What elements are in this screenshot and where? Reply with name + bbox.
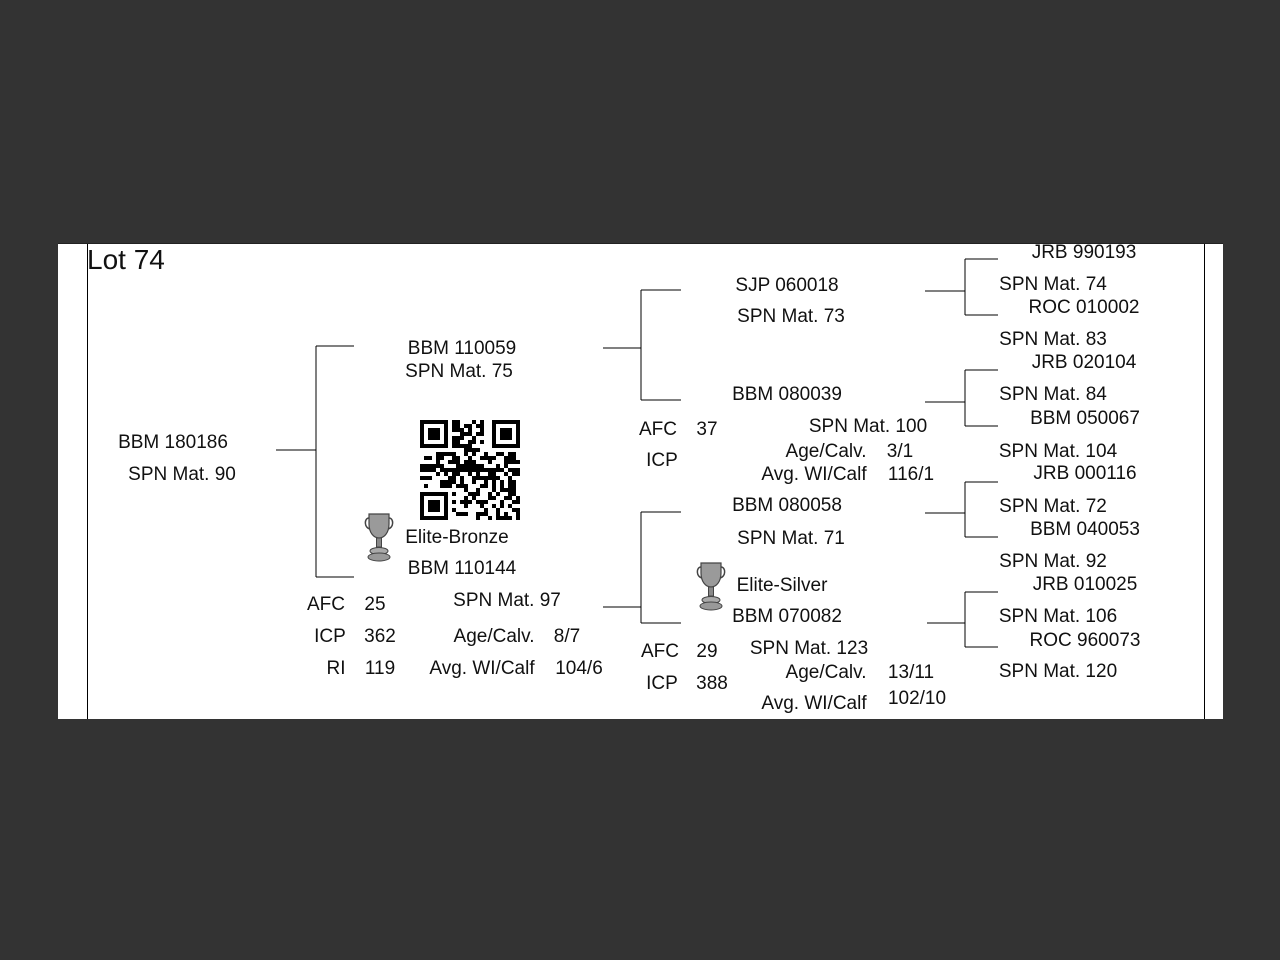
dam-award: Elite-Bronze	[405, 527, 509, 548]
dam-icp-label: ICP	[314, 626, 346, 647]
sire-mat: SPN Mat. 75	[405, 361, 513, 382]
dam-agecalv-label: Age/Calv.	[453, 626, 535, 647]
sd-agecalv-value: 3/1	[886, 441, 914, 462]
lot-title: Lot 74	[87, 244, 165, 275]
ggp-dam-mat: SPN Mat. 92	[999, 551, 1107, 572]
sd-agecalv-label: Age/Calv.	[785, 441, 867, 462]
ggp-sire-mat: SPN Mat. 74	[999, 274, 1107, 295]
dam-afc-value: 25	[364, 594, 386, 615]
dd-agecalv-label: Age/Calv.	[785, 662, 867, 683]
ggp-sire-mat: SPN Mat. 106	[998, 606, 1118, 627]
sd-mat: SPN Mat. 100	[808, 416, 928, 437]
ggp-dam-id: ROC 960073	[1029, 630, 1141, 651]
ggp-sire-mat: SPN Mat. 72	[999, 496, 1107, 517]
dam-avgwi-label: Avg. WI/Calf	[429, 658, 535, 679]
ss-mat: SPN Mat. 73	[737, 306, 845, 327]
sd-icp-label: ICP	[646, 450, 678, 471]
trophy-icon	[696, 562, 726, 611]
ggp-dam-mat: SPN Mat. 120	[998, 661, 1118, 682]
pedigree-sheet: Lot 74 BBM 180186 SPN Mat. 90 BBM 110059…	[58, 242, 1223, 719]
sd-avgwi-value: 116/1	[887, 464, 935, 485]
dd-icp-label: ICP	[646, 673, 678, 694]
ggp-sire-mat: SPN Mat. 84	[999, 384, 1107, 405]
dam-ri-value: 119	[364, 658, 396, 679]
right-border	[1204, 244, 1205, 719]
dd-award: Elite-Silver	[736, 575, 828, 596]
dd-icp-value: 388	[696, 673, 728, 694]
subject-mat: SPN Mat. 90	[128, 464, 236, 485]
left-border	[87, 244, 88, 719]
ggp-dam-mat: SPN Mat. 104	[998, 441, 1118, 462]
dd-afc-label: AFC	[641, 641, 679, 662]
ggp-sire-id: JRB 000116	[1033, 463, 1137, 484]
qr-code-icon	[420, 420, 520, 520]
dam-agecalv-value: 8/7	[553, 626, 581, 647]
dd-afc-value: 29	[696, 641, 718, 662]
dd-agecalv-value: 13/11	[887, 662, 935, 683]
dam-mat: SPN Mat. 97	[453, 590, 561, 611]
dam-afc-label: AFC	[307, 594, 345, 615]
ggp-sire-id: JRB 990193	[1031, 242, 1137, 263]
ggp-dam-id: ROC 010002	[1028, 297, 1140, 318]
trophy-icon	[364, 513, 394, 562]
dd-avgwi-label: Avg. WI/Calf	[761, 693, 867, 714]
sd-afc-value: 37	[696, 419, 718, 440]
dd-avgwi-value: 102/10	[887, 688, 947, 709]
sire-id: BBM 110059	[407, 338, 517, 359]
dam-icp-value: 362	[364, 626, 396, 647]
ggp-dam-id: BBM 050067	[1030, 408, 1140, 429]
ggp-sire-id: JRB 010025	[1032, 574, 1138, 595]
ggp-sire-id: JRB 020104	[1031, 352, 1137, 373]
ggp-dam-id: BBM 040053	[1030, 519, 1140, 540]
dam-avgwi-value: 104/6	[555, 658, 603, 679]
dam-ri-label: RI	[326, 658, 346, 679]
pedigree-connector-lines	[276, 258, 998, 648]
ss-id: SJP 060018	[735, 275, 839, 296]
sd-afc-label: AFC	[639, 419, 677, 440]
ds-id: BBM 080058	[732, 495, 842, 516]
dam-id: BBM 110144	[407, 558, 517, 579]
ds-mat: SPN Mat. 71	[737, 528, 845, 549]
sd-id: BBM 080039	[732, 384, 842, 405]
sd-avgwi-label: Avg. WI/Calf	[761, 464, 867, 485]
ggp-dam-mat: SPN Mat. 83	[999, 329, 1107, 350]
dd-id: BBM 070082	[732, 606, 842, 627]
subject-id: BBM 180186	[118, 432, 228, 453]
dd-mat: SPN Mat. 123	[749, 638, 869, 659]
